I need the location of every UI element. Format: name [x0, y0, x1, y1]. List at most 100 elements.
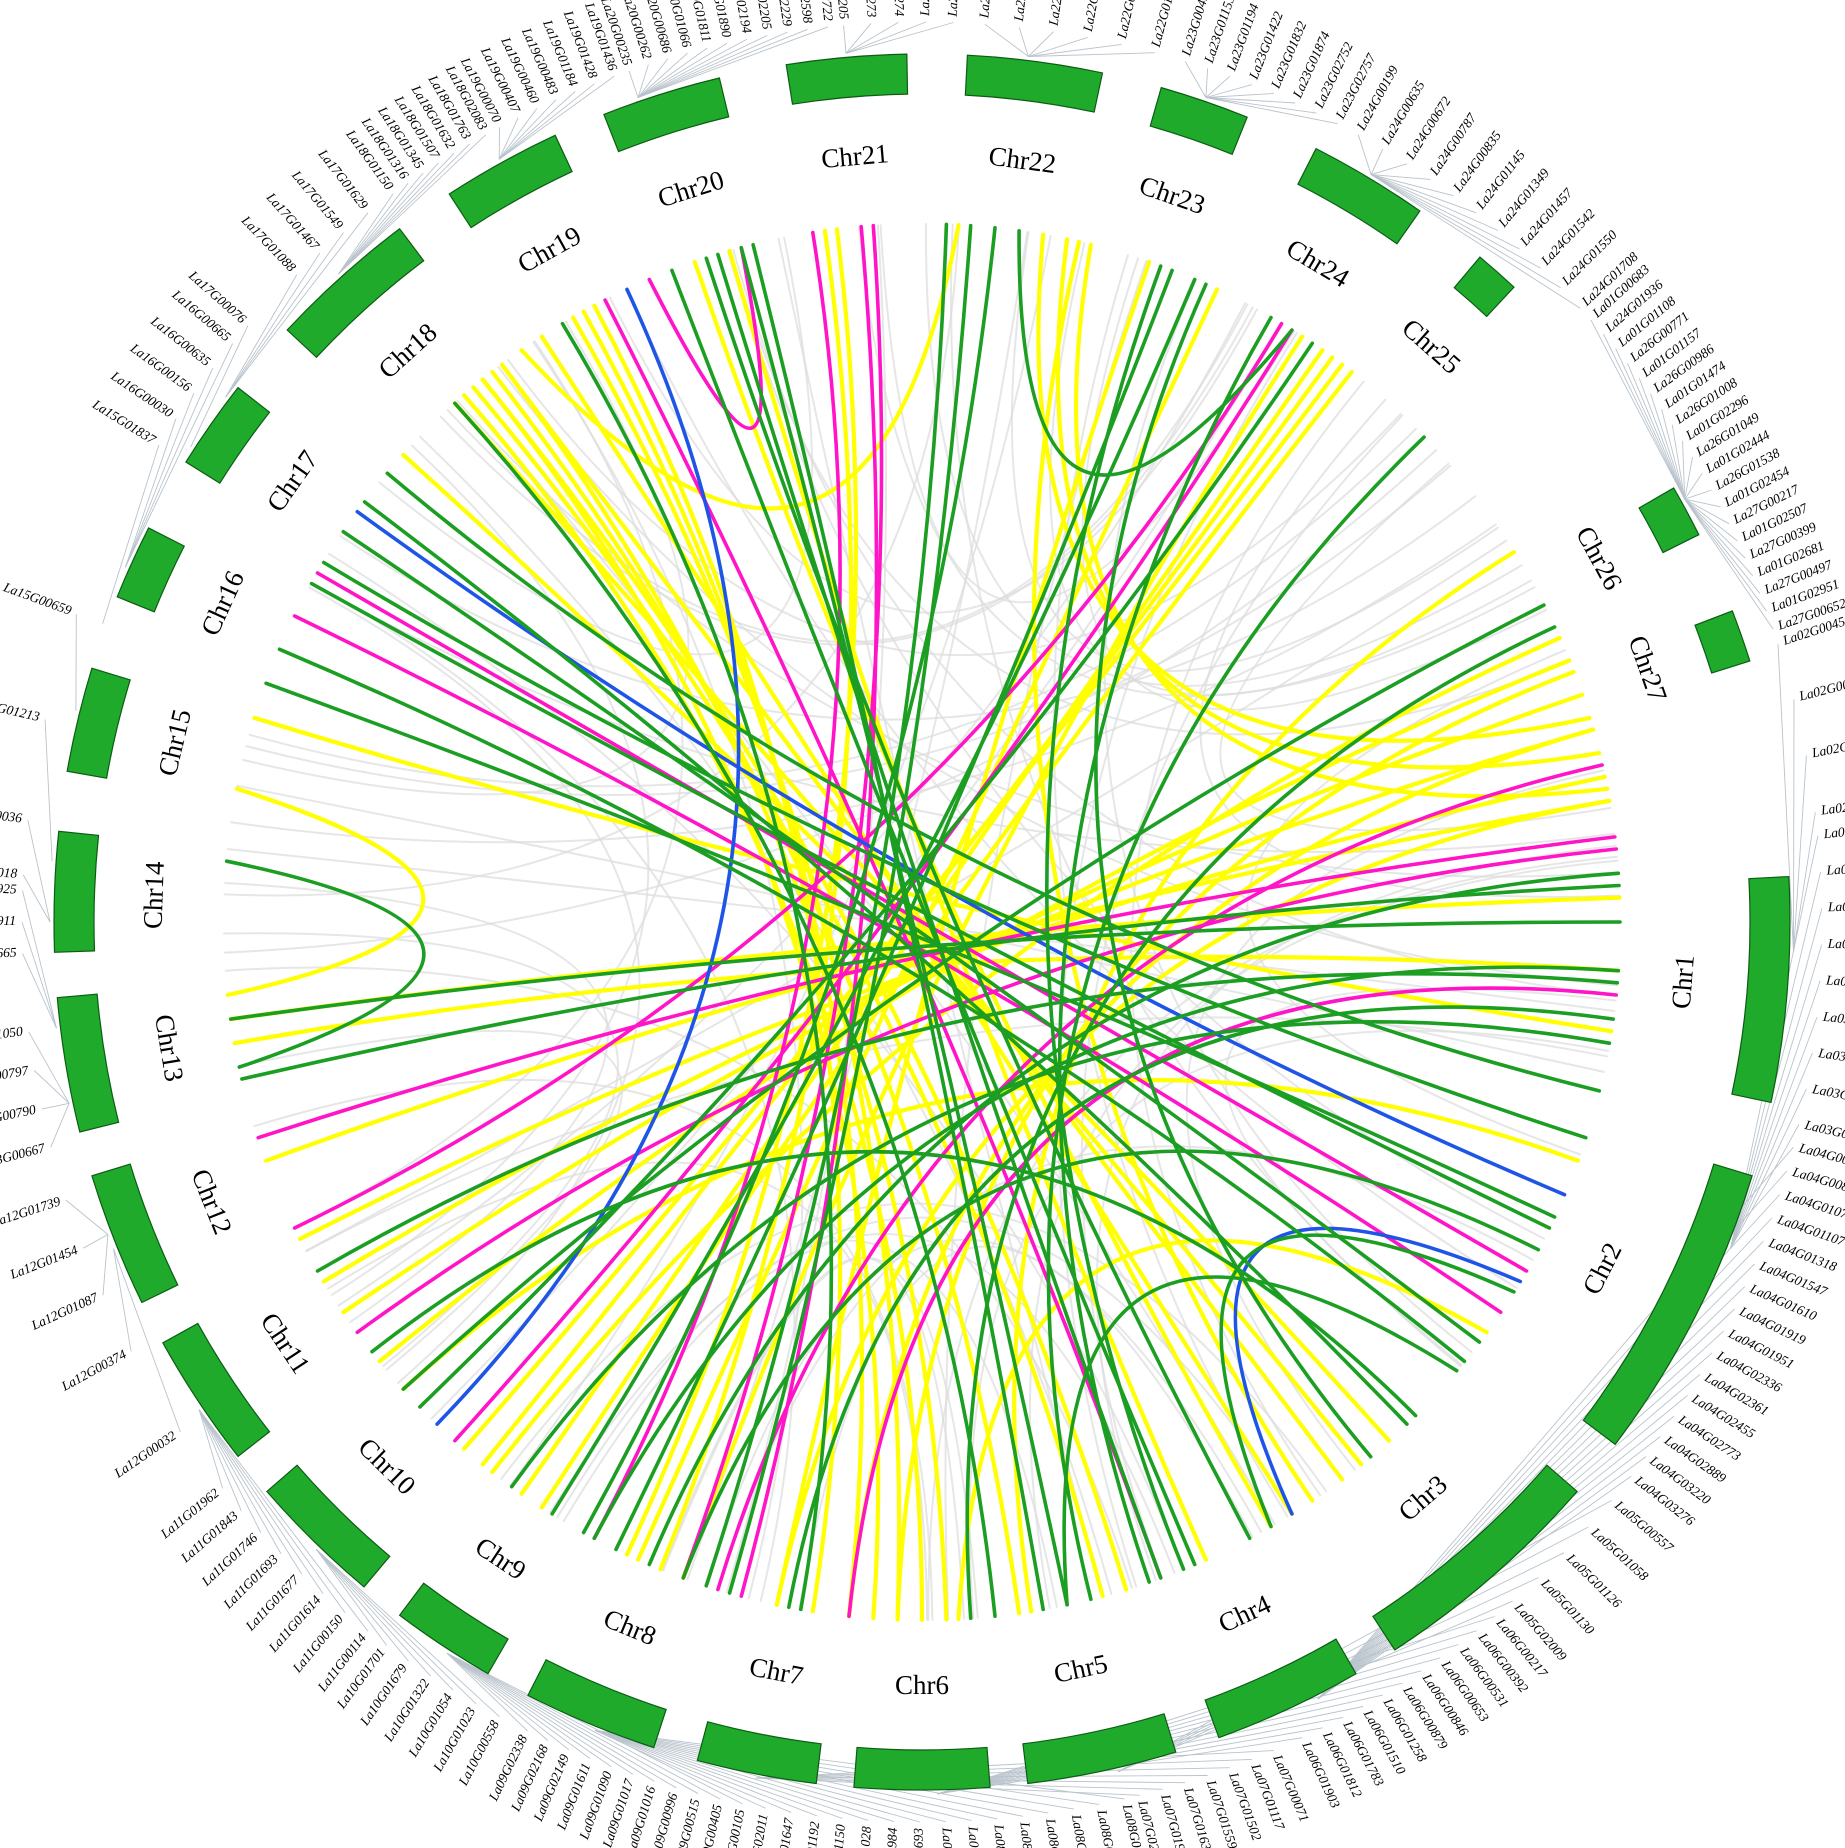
chromosome-chr24 [1297, 147, 1421, 245]
synteny-link-green [341, 529, 1482, 1344]
gene-leader-line [446, 1652, 591, 1759]
gene-leader-line [1684, 498, 1721, 508]
gene-leader-line [845, 21, 899, 54]
synteny-link-magenta [592, 230, 842, 1541]
gene-leader-line [1682, 440, 1686, 500]
chromosome-label: Chr13 [149, 1012, 190, 1084]
chromosome-chr11 [162, 1322, 271, 1458]
gene-label: La21G00273 [860, 0, 879, 18]
synteny-link-green [385, 471, 1602, 1093]
chromosome-label: Chr26 [1570, 521, 1628, 595]
gene-leader-line [1684, 498, 1767, 612]
gene-leader-line [1370, 174, 1541, 269]
gene-leader-line [595, 1730, 843, 1819]
gene-label: La08G00693 [911, 1828, 926, 1848]
gene-leader-line [845, 21, 927, 54]
synteny-link-yellow [480, 377, 1129, 1592]
gene-leader-line [1370, 174, 1581, 309]
gene-label: La08G00399 [991, 1823, 1012, 1848]
chromosome-chr25 [1453, 256, 1515, 318]
background-link [727, 250, 1546, 1240]
synteny-link-yellow [252, 715, 1614, 1034]
gene-leader-line [1730, 1124, 1800, 1249]
gene-label: La13G00790 [0, 1102, 37, 1132]
gene-leader-line [1027, 31, 1054, 57]
gene-leader-line [338, 193, 394, 275]
gene-leader-line [1028, 52, 1155, 57]
gene-leader-line [1671, 424, 1686, 500]
chromosome-chr3 [1372, 1464, 1578, 1651]
gene-leader-line [102, 1234, 109, 1296]
gene-leader-line [498, 99, 557, 160]
gene-leader-line [1117, 1526, 1589, 1773]
chromosome-label: Chr22 [987, 141, 1058, 180]
synteny-link-green [321, 560, 1588, 1140]
gene-label: La03G02519 [1810, 1081, 1845, 1109]
gene-label: La12G01087 [28, 1289, 101, 1333]
synteny-link-green [362, 500, 1409, 1426]
gene-leader-line [315, 1548, 431, 1677]
synteny-link-green [370, 1149, 1418, 1418]
gene-leader-line [446, 1652, 743, 1805]
gene-leader-line [446, 1652, 655, 1782]
gene-label: La14G01213 [0, 693, 41, 724]
gene-label: La03G00209 [1822, 819, 1845, 841]
gene-label: La14G00018 [0, 862, 18, 881]
gene-leader-line [1650, 393, 1686, 500]
chromosome-label: Chr11 [255, 1307, 317, 1379]
gene-label: La08G00246 [1043, 1817, 1068, 1848]
synteny-link-green [727, 223, 973, 1595]
gene-leader-line [498, 91, 576, 160]
gene-leader-line [755, 1750, 1274, 1779]
chromosome-label: Chr24 [1281, 233, 1355, 294]
gene-leader-line [498, 117, 519, 160]
gene-label: La03G01988 [1825, 972, 1845, 992]
background-link [224, 882, 609, 1324]
gene-label: La08G02011 [744, 1813, 771, 1848]
synteny-link-green [550, 277, 1197, 1516]
chromosome-label: Chr21 [820, 138, 890, 174]
synteny-link-green [264, 681, 1557, 1219]
gene-label: La12G00374 [58, 1346, 129, 1394]
gene-label: La22G01236 [1114, 0, 1145, 41]
gene-leader-line [937, 1644, 1459, 1795]
background-link [507, 358, 1402, 657]
gene-leader-line [1370, 174, 1499, 231]
gene-leader-line [1638, 378, 1686, 500]
gene-leader-line [1205, 97, 1317, 114]
gene-leader-line [1730, 1088, 1807, 1249]
gene-leader-line [446, 1652, 721, 1800]
synteny-link-green [277, 647, 1467, 1364]
synteny-link-yellow [1073, 242, 1610, 799]
gene-label: La08G00419 [966, 1825, 985, 1848]
synteny-link-green [224, 859, 426, 1069]
chromosome-chr15 [66, 667, 131, 779]
gene-leader-line [984, 23, 1029, 57]
chromosome-chr1 [1731, 875, 1791, 1104]
gene-leader-line [1370, 174, 1454, 197]
synteny-link-green [1057, 315, 1273, 1584]
gene-leader-line [102, 444, 160, 624]
gene-leader-line [1117, 1500, 1612, 1773]
gene-leader-line [338, 162, 439, 275]
background-link [238, 1029, 623, 1371]
synteny-link-yellow [1055, 237, 1602, 770]
synteny-link-green [1017, 229, 1294, 477]
gene-leader-line [595, 1730, 1074, 1810]
synteny-link-green [1046, 435, 1426, 1602]
gene-leader-line [1684, 498, 1774, 630]
synteny-link-yellow [519, 222, 961, 511]
gene-label: La08G00984 [883, 1827, 900, 1848]
gene-leader-line [1357, 134, 1372, 175]
synteny-link-green [704, 256, 1252, 1541]
synteny-link-yellow [1036, 232, 1592, 743]
gene-leader-line [41, 1102, 70, 1110]
chromosome-chr16 [116, 527, 186, 613]
gene-label: La22G00507 [1045, 0, 1071, 28]
synteny-link-green [704, 222, 949, 1588]
gene-leader-line [1684, 498, 1754, 576]
gene-leader-line [1184, 61, 1207, 98]
gene-label: La13G00667 [0, 1140, 48, 1173]
gene-leader-line [338, 152, 455, 275]
gene-leader-line [1028, 43, 1122, 57]
